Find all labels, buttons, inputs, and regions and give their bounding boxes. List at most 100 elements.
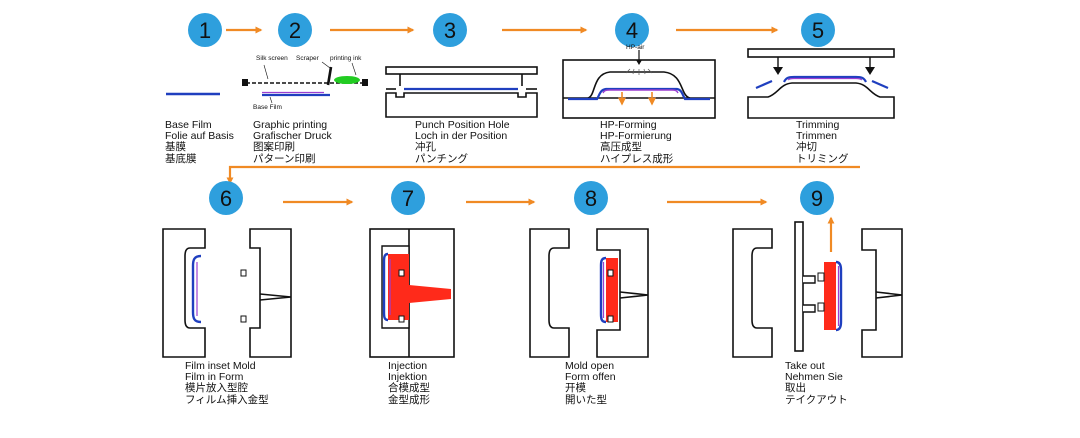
caption-line: トリミング xyxy=(796,152,849,165)
step-badge-2 xyxy=(278,13,312,47)
trimming-die xyxy=(747,82,895,119)
step-7-illustration xyxy=(369,228,455,358)
injected-resin xyxy=(388,254,409,320)
caption-line: Nehmen Sie xyxy=(785,371,843,384)
caption-line: HP-Forming xyxy=(600,119,657,131)
caption-line: Grafischer Druck xyxy=(253,130,332,143)
finished-part xyxy=(824,262,836,330)
caption-line: ハイプレス成形 xyxy=(600,152,674,165)
film-insert xyxy=(191,254,202,324)
caption-line: Injection xyxy=(388,360,428,372)
caption-line: Trimming xyxy=(796,119,840,131)
step-number: 2 xyxy=(289,18,301,43)
step-2-illustration: Silk screen Scraper printing ink Base Fi… xyxy=(242,55,368,111)
punch-upper-plate xyxy=(385,66,538,75)
ejector-plate xyxy=(794,221,804,352)
step-number: 8 xyxy=(585,186,597,211)
step-5-illustration xyxy=(747,48,895,119)
trimmed-film xyxy=(783,75,867,83)
caption-line: 基膜 xyxy=(165,141,186,154)
caption-line: Injektion xyxy=(388,371,428,384)
caption-line: Trimmen xyxy=(796,130,838,143)
step-6-illustration xyxy=(162,228,292,358)
step-8-illustration xyxy=(529,228,649,358)
label-silk-screen: Silk screen xyxy=(256,55,288,62)
caption-line: パンチング xyxy=(415,152,469,165)
step-badge-4 xyxy=(615,13,649,47)
film-offcut-left xyxy=(755,79,773,90)
caption-line: テイクアウト xyxy=(785,393,848,406)
caption-line: パターン印刷 xyxy=(253,152,316,165)
caption-line: HP-Formierung xyxy=(600,130,672,143)
step-badge-1 xyxy=(188,13,222,47)
step-badges: 1 2 3 4 5 6 7 8 9 xyxy=(188,13,835,215)
step-number: 7 xyxy=(402,186,414,211)
caption-line: Form offen xyxy=(565,371,616,384)
caption-line: 基底膜 xyxy=(165,152,197,165)
caption-line: 模片放入型腔 xyxy=(185,382,248,395)
step-number: 5 xyxy=(812,18,824,43)
caption-line: Folie auf Basis xyxy=(165,130,234,143)
scraper xyxy=(326,66,333,86)
step-badge-6 xyxy=(209,181,243,215)
caption-line: 金型成形 xyxy=(388,393,430,406)
step-3-illustration xyxy=(385,66,538,118)
caption-line: 冲孔 xyxy=(415,141,436,154)
label-base-film: Base Film xyxy=(253,104,282,111)
molded-part xyxy=(606,258,618,322)
step-number: 3 xyxy=(444,18,456,43)
label-printing-ink: printing ink xyxy=(330,55,362,62)
step-badge-5 xyxy=(801,13,835,47)
caption-line: 取出 xyxy=(785,382,806,395)
caption-line: 高压成型 xyxy=(600,141,642,154)
caption-line: 冲切 xyxy=(796,141,817,154)
mold-core-half xyxy=(249,228,292,358)
step-number: 9 xyxy=(811,186,823,211)
flow-arrows xyxy=(226,26,860,206)
step-number: 4 xyxy=(626,18,638,43)
caption-line: 开模 xyxy=(565,382,586,395)
caption-line: Punch Position Hole xyxy=(415,119,510,131)
printing-ink xyxy=(334,76,360,84)
mold-cavity-half xyxy=(162,228,206,358)
caption-line: Loch in der Position xyxy=(415,130,508,143)
step-number: 1 xyxy=(199,18,211,43)
mold-cavity-half xyxy=(732,228,773,358)
step-badge-3 xyxy=(433,13,467,47)
caption-line: Base Film xyxy=(165,119,212,131)
caption-line: 图案印刷 xyxy=(253,141,295,154)
step-badge-7 xyxy=(391,181,425,215)
step-badge-8 xyxy=(574,181,608,215)
caption-line: Mold open xyxy=(565,360,615,372)
caption-line: フィルム挿入金型 xyxy=(185,393,269,406)
label-hp-air: HP-air xyxy=(626,44,645,51)
punch-lower-die xyxy=(385,92,538,118)
caption-line: Film inset Mold xyxy=(185,360,256,372)
step-4-illustration: HP-air xyxy=(562,44,716,119)
injection-flow xyxy=(409,285,451,303)
step-number: 6 xyxy=(220,186,232,211)
formed-film xyxy=(568,87,710,101)
caption-line: Take out xyxy=(785,360,825,372)
trimming-upper-plate xyxy=(747,48,895,58)
screen-clamp-right xyxy=(362,79,368,86)
arrow-down-connector xyxy=(226,165,860,185)
screen-clamp-left xyxy=(242,79,248,86)
caption-line: 開いた型 xyxy=(565,393,607,406)
caption-line: Graphic printing xyxy=(253,119,328,131)
caption-line: 合模成型 xyxy=(388,382,430,395)
caption-line: Film in Form xyxy=(185,371,244,384)
step-9-illustration xyxy=(732,216,903,358)
forming-mold xyxy=(587,71,691,99)
film-offcut-right xyxy=(871,79,889,90)
mold-cavity-half xyxy=(529,228,570,358)
